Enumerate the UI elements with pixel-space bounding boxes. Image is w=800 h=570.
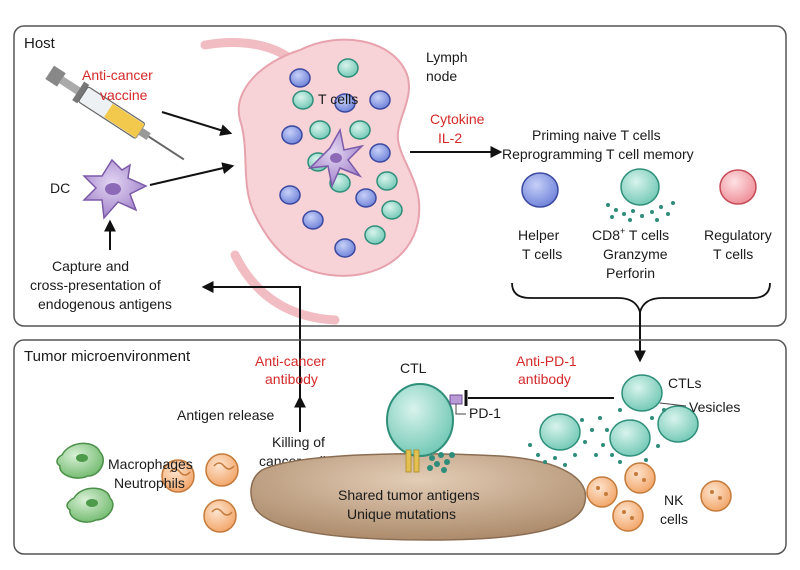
dc-label: DC	[50, 180, 70, 196]
helper-label-2: T cells	[522, 246, 562, 262]
cd8-t-cell-icon	[606, 168, 675, 222]
ctls-label: CTLs	[668, 375, 701, 391]
vaccine-label-2: vaccine	[100, 87, 148, 103]
cd8-label-granzyme: Granzyme	[603, 246, 668, 262]
ctl-cell-icon	[386, 383, 455, 473]
capture-label-1: Capture and	[52, 258, 129, 274]
lymph-node-label-2: node	[426, 68, 457, 84]
macrophage-icons	[56, 442, 114, 523]
capture-label-2: cross-presentation of	[30, 277, 161, 293]
t-cells-label: T cells	[318, 91, 358, 107]
vesicles-label: Vesicles	[689, 399, 740, 415]
t-cell-bracket	[511, 282, 771, 316]
tumor-panel: Tumor microenvironment	[13, 339, 787, 555]
neutrophils-label: Neutrophils	[114, 475, 185, 491]
cd8-label: CD8+ T cells	[592, 226, 669, 243]
nk-label-2: cells	[660, 511, 688, 527]
lymph-node-t-cells	[279, 58, 403, 258]
killing-label-1: Killing of	[272, 434, 325, 450]
tumor-panel-title: Tumor microenvironment	[24, 348, 191, 365]
anti-cancer-antibody-label-1: Anti-cancer	[255, 353, 326, 369]
ctls-cluster	[528, 374, 699, 467]
helper-label-1: Helper	[518, 227, 560, 243]
ctl-label: CTL	[400, 360, 427, 376]
dendritic-cell-icon	[82, 158, 148, 220]
nk-label-1: NK	[664, 492, 684, 508]
cytokine-label-1: Cytokine	[430, 111, 485, 127]
regulatory-label-2: T cells	[713, 246, 753, 262]
antibody-to-capture-arrow	[201, 281, 301, 418]
pd1-label: PD-1	[469, 405, 501, 421]
shared-antigens-label-2: Unique mutations	[347, 506, 456, 522]
syringe-icon	[45, 65, 185, 161]
host-panel-title: Host	[24, 35, 56, 52]
vesicles-callout-line	[659, 402, 687, 407]
priming-label-2: Reprogramming T cell memory	[502, 146, 694, 162]
antigen-release-label: Antigen release	[177, 407, 275, 423]
anti-cancer-antibody-label-2: antibody	[265, 371, 318, 387]
regulatory-label-1: Regulatory	[704, 227, 772, 243]
capture-label-3: endogenous antigens	[38, 296, 172, 312]
shared-antigens-label-1: Shared tumor antigens	[338, 487, 480, 503]
vaccine-label-1: Anti-cancer	[82, 67, 153, 83]
neutrophil-icons	[161, 453, 239, 533]
priming-label-1: Priming naive T cells	[532, 127, 661, 143]
anti-pd1-label-2: antibody	[518, 371, 571, 387]
lymph-node-label-1: Lymph	[426, 49, 468, 65]
nk-cell-icons	[586, 462, 732, 532]
cd8-label-perforin: Perforin	[606, 265, 655, 281]
cytokine-label-2: IL-2	[438, 130, 462, 146]
host-panel: Host	[13, 25, 787, 327]
anti-pd1-label-1: Anti-PD-1	[516, 353, 577, 369]
pd1-receptor	[449, 394, 463, 405]
pd1-callout-line	[455, 404, 466, 415]
dc-to-node-arrow	[149, 162, 235, 186]
helper-t-cell-icon	[521, 172, 559, 208]
vaccine-to-node-arrow	[161, 111, 233, 136]
regulatory-t-cell-icon	[719, 169, 757, 205]
macrophages-label: Macrophages	[108, 456, 193, 472]
